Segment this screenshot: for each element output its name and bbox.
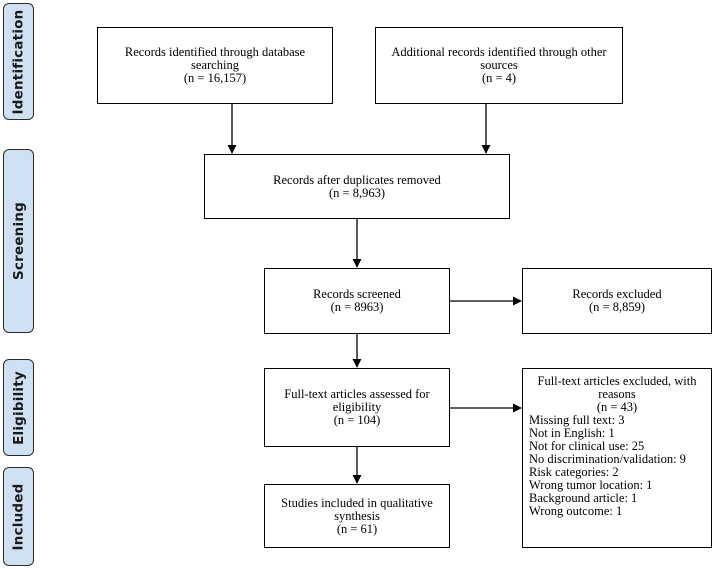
box-fulltext-assessed: Full-text articles assessed for eligibil… xyxy=(264,368,450,447)
box-duplicates-removed: Records after duplicates removed (n = 8,… xyxy=(204,154,510,219)
box-database-text: Records identified through database sear… xyxy=(124,45,306,72)
exclusion-reason: Background article: 1 xyxy=(529,491,638,505)
box-studies-included-text: Studies included in qualitative synthesi… xyxy=(281,495,433,523)
box-database-records: Records identified through database sear… xyxy=(97,27,333,104)
box-studies-included-count: (n = 61) xyxy=(336,521,378,536)
stage-screening: Screening xyxy=(3,149,34,333)
box-other-sources: Additional records identified through ot… xyxy=(375,27,623,104)
box-fulltext-excluded: Full-text articles excluded, with reason… xyxy=(522,368,712,548)
box-duplicates-removed-text: Records after duplicates removed xyxy=(273,172,441,187)
box-duplicates-removed-count: (n = 8,963) xyxy=(329,185,385,200)
box-records-screened: Records screened (n = 8963) xyxy=(264,268,450,334)
box-database-count: (n = 16,157) xyxy=(183,71,247,85)
stage-identification: Identification xyxy=(3,3,34,120)
exclusion-reason: Wrong tumor location: 1 xyxy=(529,478,653,492)
box-fulltext-assessed-text: Full-text articles assessed for eligibil… xyxy=(284,387,430,414)
box-records-excluded-count: (n = 8,859) xyxy=(589,300,645,314)
exclusion-reason: Not in English: 1 xyxy=(529,426,615,440)
box-records-screened-count: (n = 8963) xyxy=(330,300,384,314)
exclusion-reason: Risk categories: 2 xyxy=(529,465,619,479)
box-other-sources-count: (n = 4) xyxy=(481,71,517,85)
box-records-screened-text: Records screened xyxy=(313,287,401,301)
stage-eligibility: Eligibility xyxy=(3,359,34,456)
box-records-excluded-text: Records excluded xyxy=(572,287,662,301)
box-fulltext-excluded-count: (n = 43) xyxy=(596,400,638,414)
box-fulltext-assessed-count: (n = 104) xyxy=(333,413,381,427)
exclusion-reason: No discrimination/validation: 9 xyxy=(529,452,686,466)
box-records-excluded: Records excluded (n = 8,859) xyxy=(522,268,712,334)
box-studies-included: Studies included in qualitative synthesi… xyxy=(264,484,450,548)
exclusion-reason: Not for clinical use: 25 xyxy=(529,439,645,453)
box-fulltext-excluded-text: Full-text articles excluded, with reason… xyxy=(537,374,697,401)
stage-included: Included xyxy=(3,467,34,566)
exclusion-reason: Missing full text: 3 xyxy=(529,413,625,427)
exclusion-reason: Wrong outcome: 1 xyxy=(529,504,623,518)
box-other-sources-text: Additional records identified through ot… xyxy=(391,45,607,72)
